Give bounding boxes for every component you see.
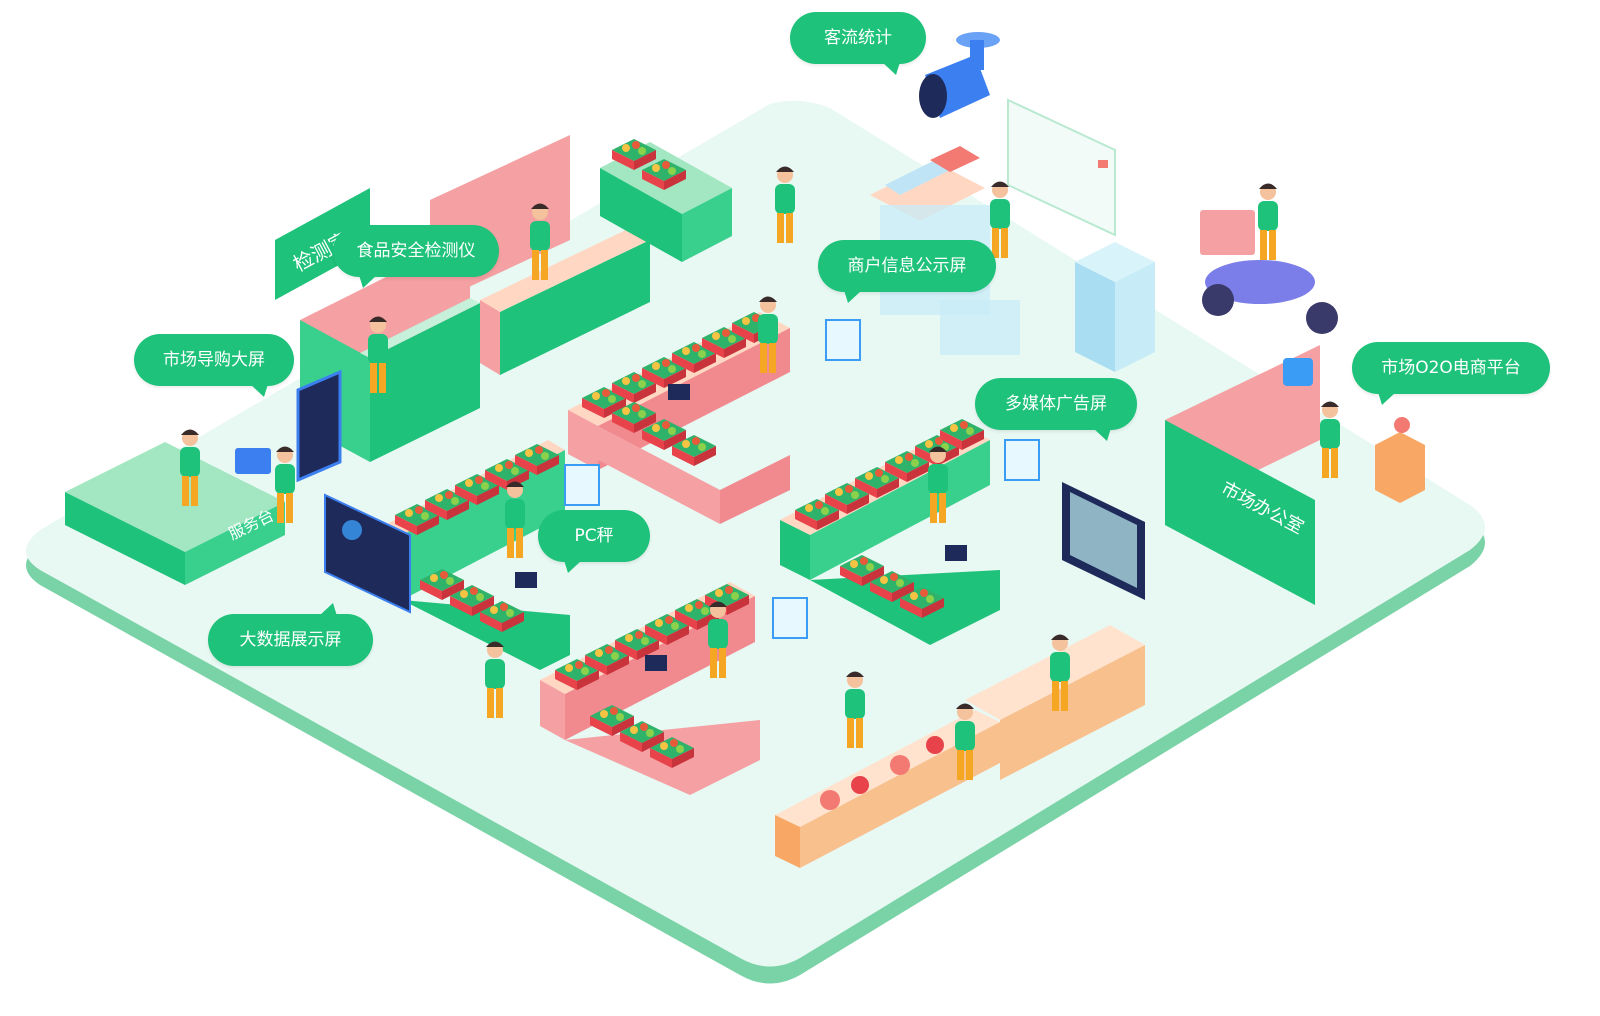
pc-scale-front bbox=[645, 655, 667, 671]
delivery-scooter bbox=[1200, 183, 1338, 334]
market-guide-screen-label: 市场导购大屏 bbox=[134, 334, 294, 397]
pc-scale-center bbox=[668, 384, 690, 400]
pc-scale-left bbox=[515, 572, 537, 588]
pc-scale-label: PC秤 bbox=[538, 510, 650, 573]
wall-panel bbox=[1007, 98, 1116, 237]
center-produce-island bbox=[568, 312, 790, 524]
pc-scale-right bbox=[945, 545, 967, 561]
customer-flow-label: 客流统计 bbox=[790, 12, 926, 75]
service-desk: 服务台 bbox=[65, 442, 285, 585]
camera-icon bbox=[919, 32, 1000, 118]
front-produce-island bbox=[540, 582, 760, 795]
left-produce-island bbox=[385, 440, 570, 670]
market-office: 市场办公室 bbox=[1165, 345, 1425, 605]
food-safety-tester-label: 食品安全检测仪 bbox=[333, 225, 499, 288]
merchant-info-screen-label: 商户信息公示屏 bbox=[818, 240, 996, 303]
big-data-screen-label: 大数据展示屏 bbox=[208, 603, 373, 666]
meat-counter bbox=[775, 625, 1145, 868]
multimedia-ad-screen-label: 多媒体广告屏 bbox=[975, 378, 1137, 441]
market-guide-screen bbox=[296, 369, 342, 483]
ice-stacks bbox=[1075, 242, 1155, 372]
merchant-info-boards bbox=[564, 319, 1040, 639]
top-produce-counter bbox=[600, 139, 732, 262]
market-o2o-platform-label: 市场O2O电商平台 bbox=[1352, 342, 1550, 405]
big-data-screen bbox=[324, 493, 411, 614]
multimedia-ad-screen bbox=[1062, 482, 1145, 600]
